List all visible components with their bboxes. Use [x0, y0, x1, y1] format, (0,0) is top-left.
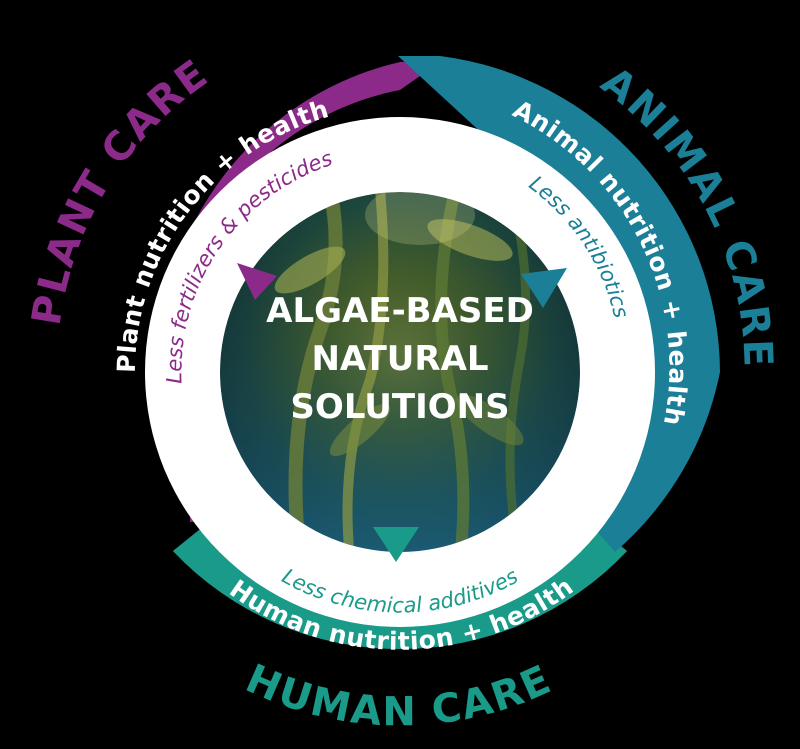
plant-triangle-pointer	[237, 263, 277, 300]
animal-triangle-pointer	[521, 268, 567, 308]
center-title-line-1: ALGAE-BASED	[266, 291, 534, 331]
human-care-outer-label: HUMAN CARE	[239, 656, 559, 735]
center-title-line-2: NATURAL	[311, 339, 488, 379]
center-title: ALGAE-BASED NATURAL SOLUTIONS	[266, 291, 534, 427]
plant-care-band	[160, 62, 440, 522]
human-care-band	[172, 520, 628, 650]
center-title-line-3: SOLUTIONS	[290, 387, 509, 427]
human-triangle-pointer	[373, 527, 419, 562]
seaweed-image	[220, 192, 580, 552]
